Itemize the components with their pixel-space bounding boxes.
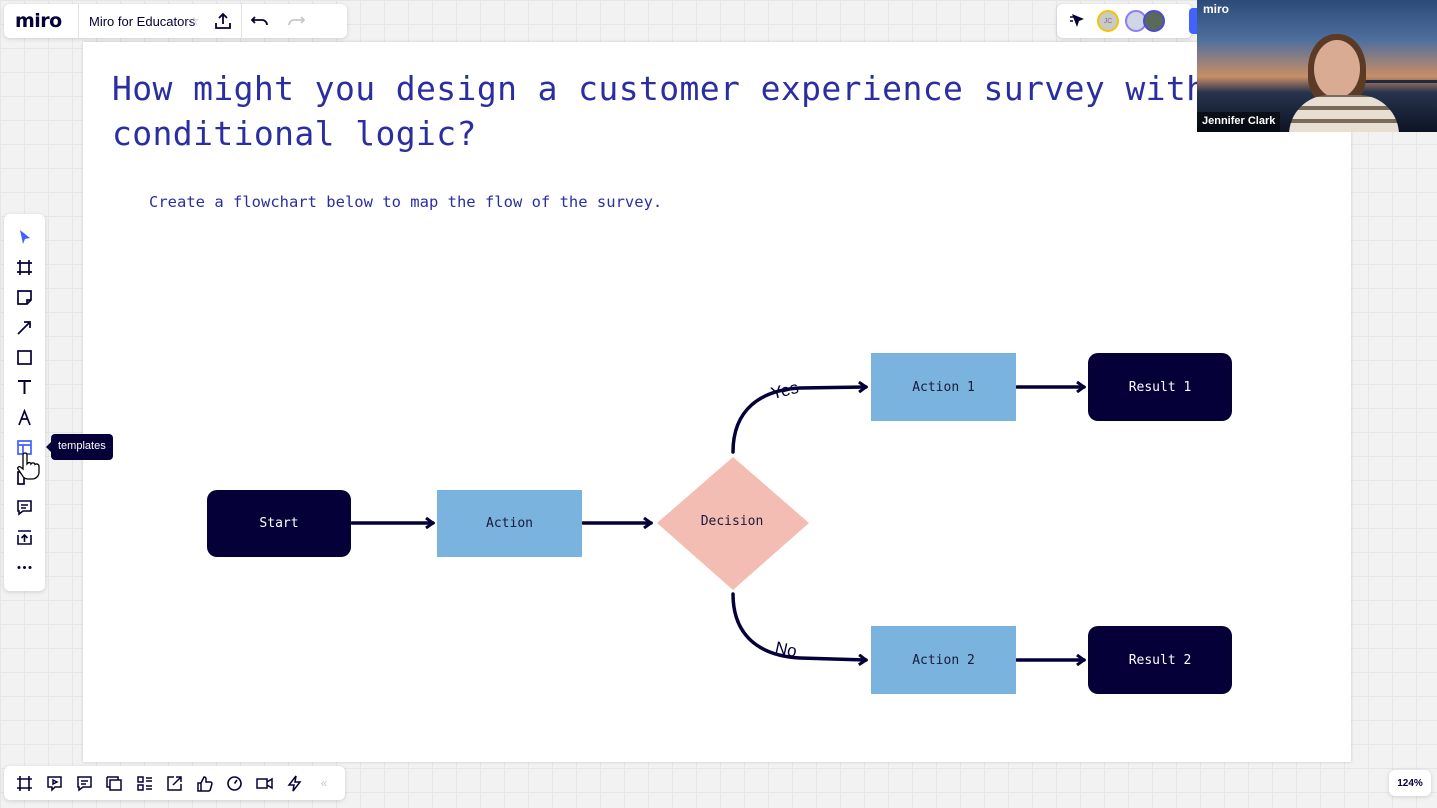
tooltip-templates: templates <box>46 434 113 460</box>
thumbs-up-icon <box>196 775 213 792</box>
video-camera-icon <box>255 777 273 789</box>
board-title[interactable]: Miro for Educators <box>89 13 196 29</box>
list-icon <box>136 775 152 791</box>
tool-sticky-note[interactable] <box>4 282 45 312</box>
frame-subtitle[interactable]: Create a flowchart below to map the flow… <box>149 193 663 211</box>
left-toolbar <box>4 214 45 591</box>
video-background <box>1347 80 1437 83</box>
tool-templates[interactable] <box>4 432 45 462</box>
timer-button[interactable] <box>219 766 249 800</box>
frame-icon <box>17 259 32 275</box>
sticky-note-icon <box>17 289 32 305</box>
cards-button[interactable] <box>99 766 129 800</box>
apps-button[interactable] <box>279 766 309 800</box>
tool-pen[interactable] <box>4 402 45 432</box>
video-chat-button[interactable] <box>249 766 279 800</box>
star-icon[interactable]: ☆ <box>188 14 200 28</box>
voting-button[interactable] <box>189 766 219 800</box>
tool-connection-line[interactable] <box>4 312 45 342</box>
node-result-2[interactable]: Result 2 <box>1088 626 1232 694</box>
tool-more[interactable] <box>4 552 45 582</box>
connector-yes[interactable] <box>731 387 866 454</box>
arrow-line-icon <box>17 320 31 335</box>
redo-button[interactable] <box>278 4 314 38</box>
participant-name: Jennifer Clark <box>1197 112 1281 132</box>
more-icon <box>17 565 32 569</box>
node-decision-label: Decision <box>700 514 764 529</box>
avatar[interactable]: JC <box>1097 10 1119 32</box>
tool-frame[interactable] <box>4 252 45 282</box>
follow-cursor-button[interactable] <box>1065 4 1091 38</box>
timer-icon <box>226 775 242 791</box>
node-action-2[interactable]: Action 2 <box>871 626 1016 694</box>
node-result-1[interactable]: Result 1 <box>1088 353 1232 421</box>
collapse-toolbar-button[interactable]: « <box>320 776 328 790</box>
tool-text[interactable] <box>4 372 45 402</box>
undo-icon <box>251 16 268 26</box>
avatar[interactable] <box>1143 10 1165 32</box>
hand-cursor-icon <box>17 452 40 480</box>
label-no[interactable]: No <box>773 637 799 662</box>
kanban-button[interactable] <box>129 766 159 800</box>
lightning-icon <box>286 775 302 791</box>
video-tile[interactable]: miro Jennifer Clark <box>1197 0 1437 132</box>
video-participant-body <box>1289 95 1399 132</box>
connector-no[interactable] <box>731 592 866 660</box>
upload-icon <box>17 529 32 545</box>
share-button[interactable] <box>1189 8 1197 34</box>
share-link-button[interactable] <box>159 766 189 800</box>
comment-icon <box>76 775 92 791</box>
templates-icon <box>17 439 32 455</box>
presentation-button[interactable] <box>39 766 69 800</box>
frame-title[interactable]: How might you design a customer experien… <box>112 69 1207 153</box>
top-toolbar: miro Miro for Educators ☆ <box>4 4 347 38</box>
pen-icon <box>18 408 31 425</box>
tool-select[interactable] <box>4 222 45 252</box>
collaboration-bar: JC <box>1057 4 1192 38</box>
presentation-icon <box>46 775 62 792</box>
video-participant-face <box>1314 40 1360 98</box>
node-action[interactable]: Action <box>437 490 582 557</box>
bottom-toolbar: « <box>4 766 345 800</box>
tool-comment[interactable] <box>4 492 45 522</box>
node-start[interactable]: Start <box>207 490 351 557</box>
comments-button[interactable] <box>69 766 99 800</box>
frames-button[interactable] <box>9 766 39 800</box>
text-icon <box>18 379 31 394</box>
upload-icon <box>215 12 231 29</box>
select-pointer-icon <box>20 229 30 244</box>
frames-icon <box>16 775 32 791</box>
zoom-level[interactable]: 124% <box>1389 770 1431 796</box>
tool-shape[interactable] <box>4 342 45 372</box>
node-action-1[interactable]: Action 1 <box>871 353 1016 421</box>
undo-button[interactable] <box>242 4 278 38</box>
export-button[interactable] <box>205 4 241 38</box>
tool-upload[interactable] <box>4 522 45 552</box>
video-logo: miro <box>1203 2 1230 16</box>
cursor-icon <box>1070 14 1084 27</box>
miro-logo[interactable]: miro <box>15 10 62 32</box>
redo-icon <box>288 16 305 26</box>
divider <box>78 4 79 38</box>
divider <box>241 4 242 38</box>
cards-icon <box>105 775 122 791</box>
external-link-icon <box>166 775 182 791</box>
comment-icon <box>17 499 32 516</box>
square-icon <box>17 349 32 365</box>
decision-diamond[interactable] <box>657 457 809 590</box>
